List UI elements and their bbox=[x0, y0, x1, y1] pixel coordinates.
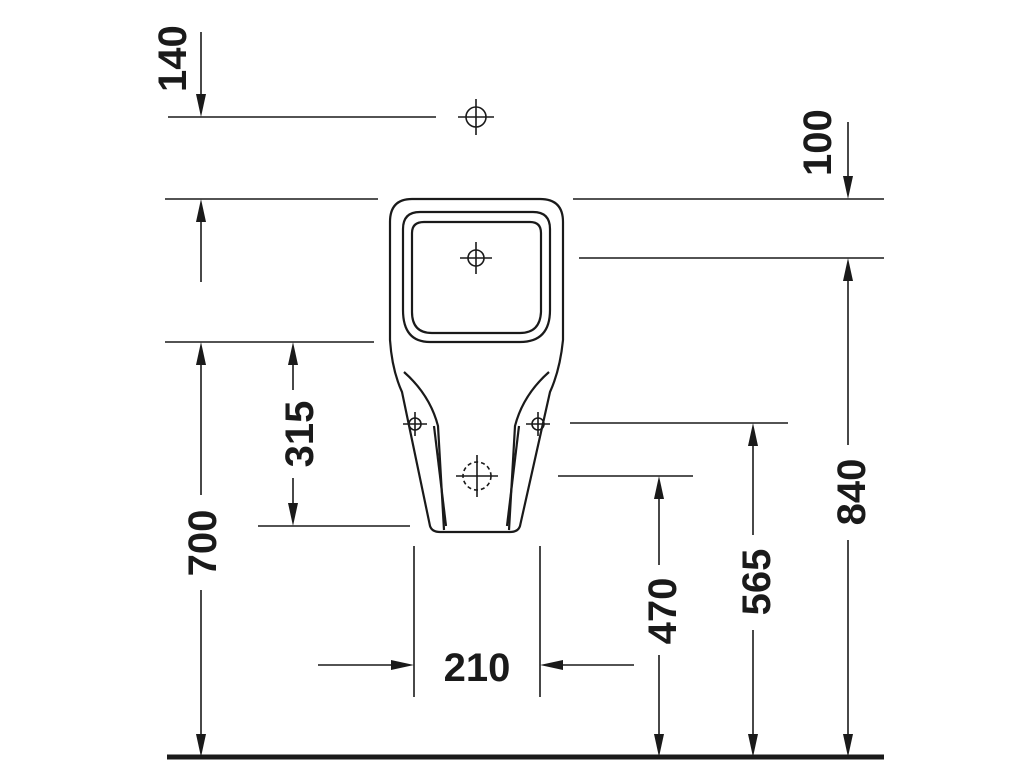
dimension-210 bbox=[318, 660, 634, 670]
dim-label-840: 840 bbox=[830, 459, 874, 526]
dim-label-210: 210 bbox=[444, 646, 511, 690]
dim-label-565: 565 bbox=[735, 549, 779, 616]
dim-label-470: 470 bbox=[641, 578, 685, 645]
dimension-700 bbox=[196, 342, 206, 757]
dimension-140 bbox=[196, 32, 206, 117]
dimension-840 bbox=[843, 258, 853, 757]
supply-connection-symbol bbox=[458, 99, 494, 135]
fixing-hole-left-symbol bbox=[403, 412, 427, 436]
spray-connection-symbol bbox=[460, 242, 492, 274]
urinal-front-view bbox=[388, 197, 565, 534]
dimension-100 bbox=[843, 122, 853, 199]
drain-outlet-symbol bbox=[456, 455, 498, 497]
dim-label-100: 100 bbox=[796, 109, 840, 176]
dim-label-140: 140 bbox=[151, 25, 195, 92]
dimension-top-left bbox=[196, 199, 206, 282]
fixing-hole-right-symbol bbox=[526, 412, 550, 436]
dimension-315 bbox=[288, 342, 298, 526]
dimension-565 bbox=[748, 423, 758, 757]
dim-label-700: 700 bbox=[181, 510, 225, 577]
dim-label-315: 315 bbox=[278, 401, 322, 468]
dimension-470 bbox=[654, 476, 664, 757]
